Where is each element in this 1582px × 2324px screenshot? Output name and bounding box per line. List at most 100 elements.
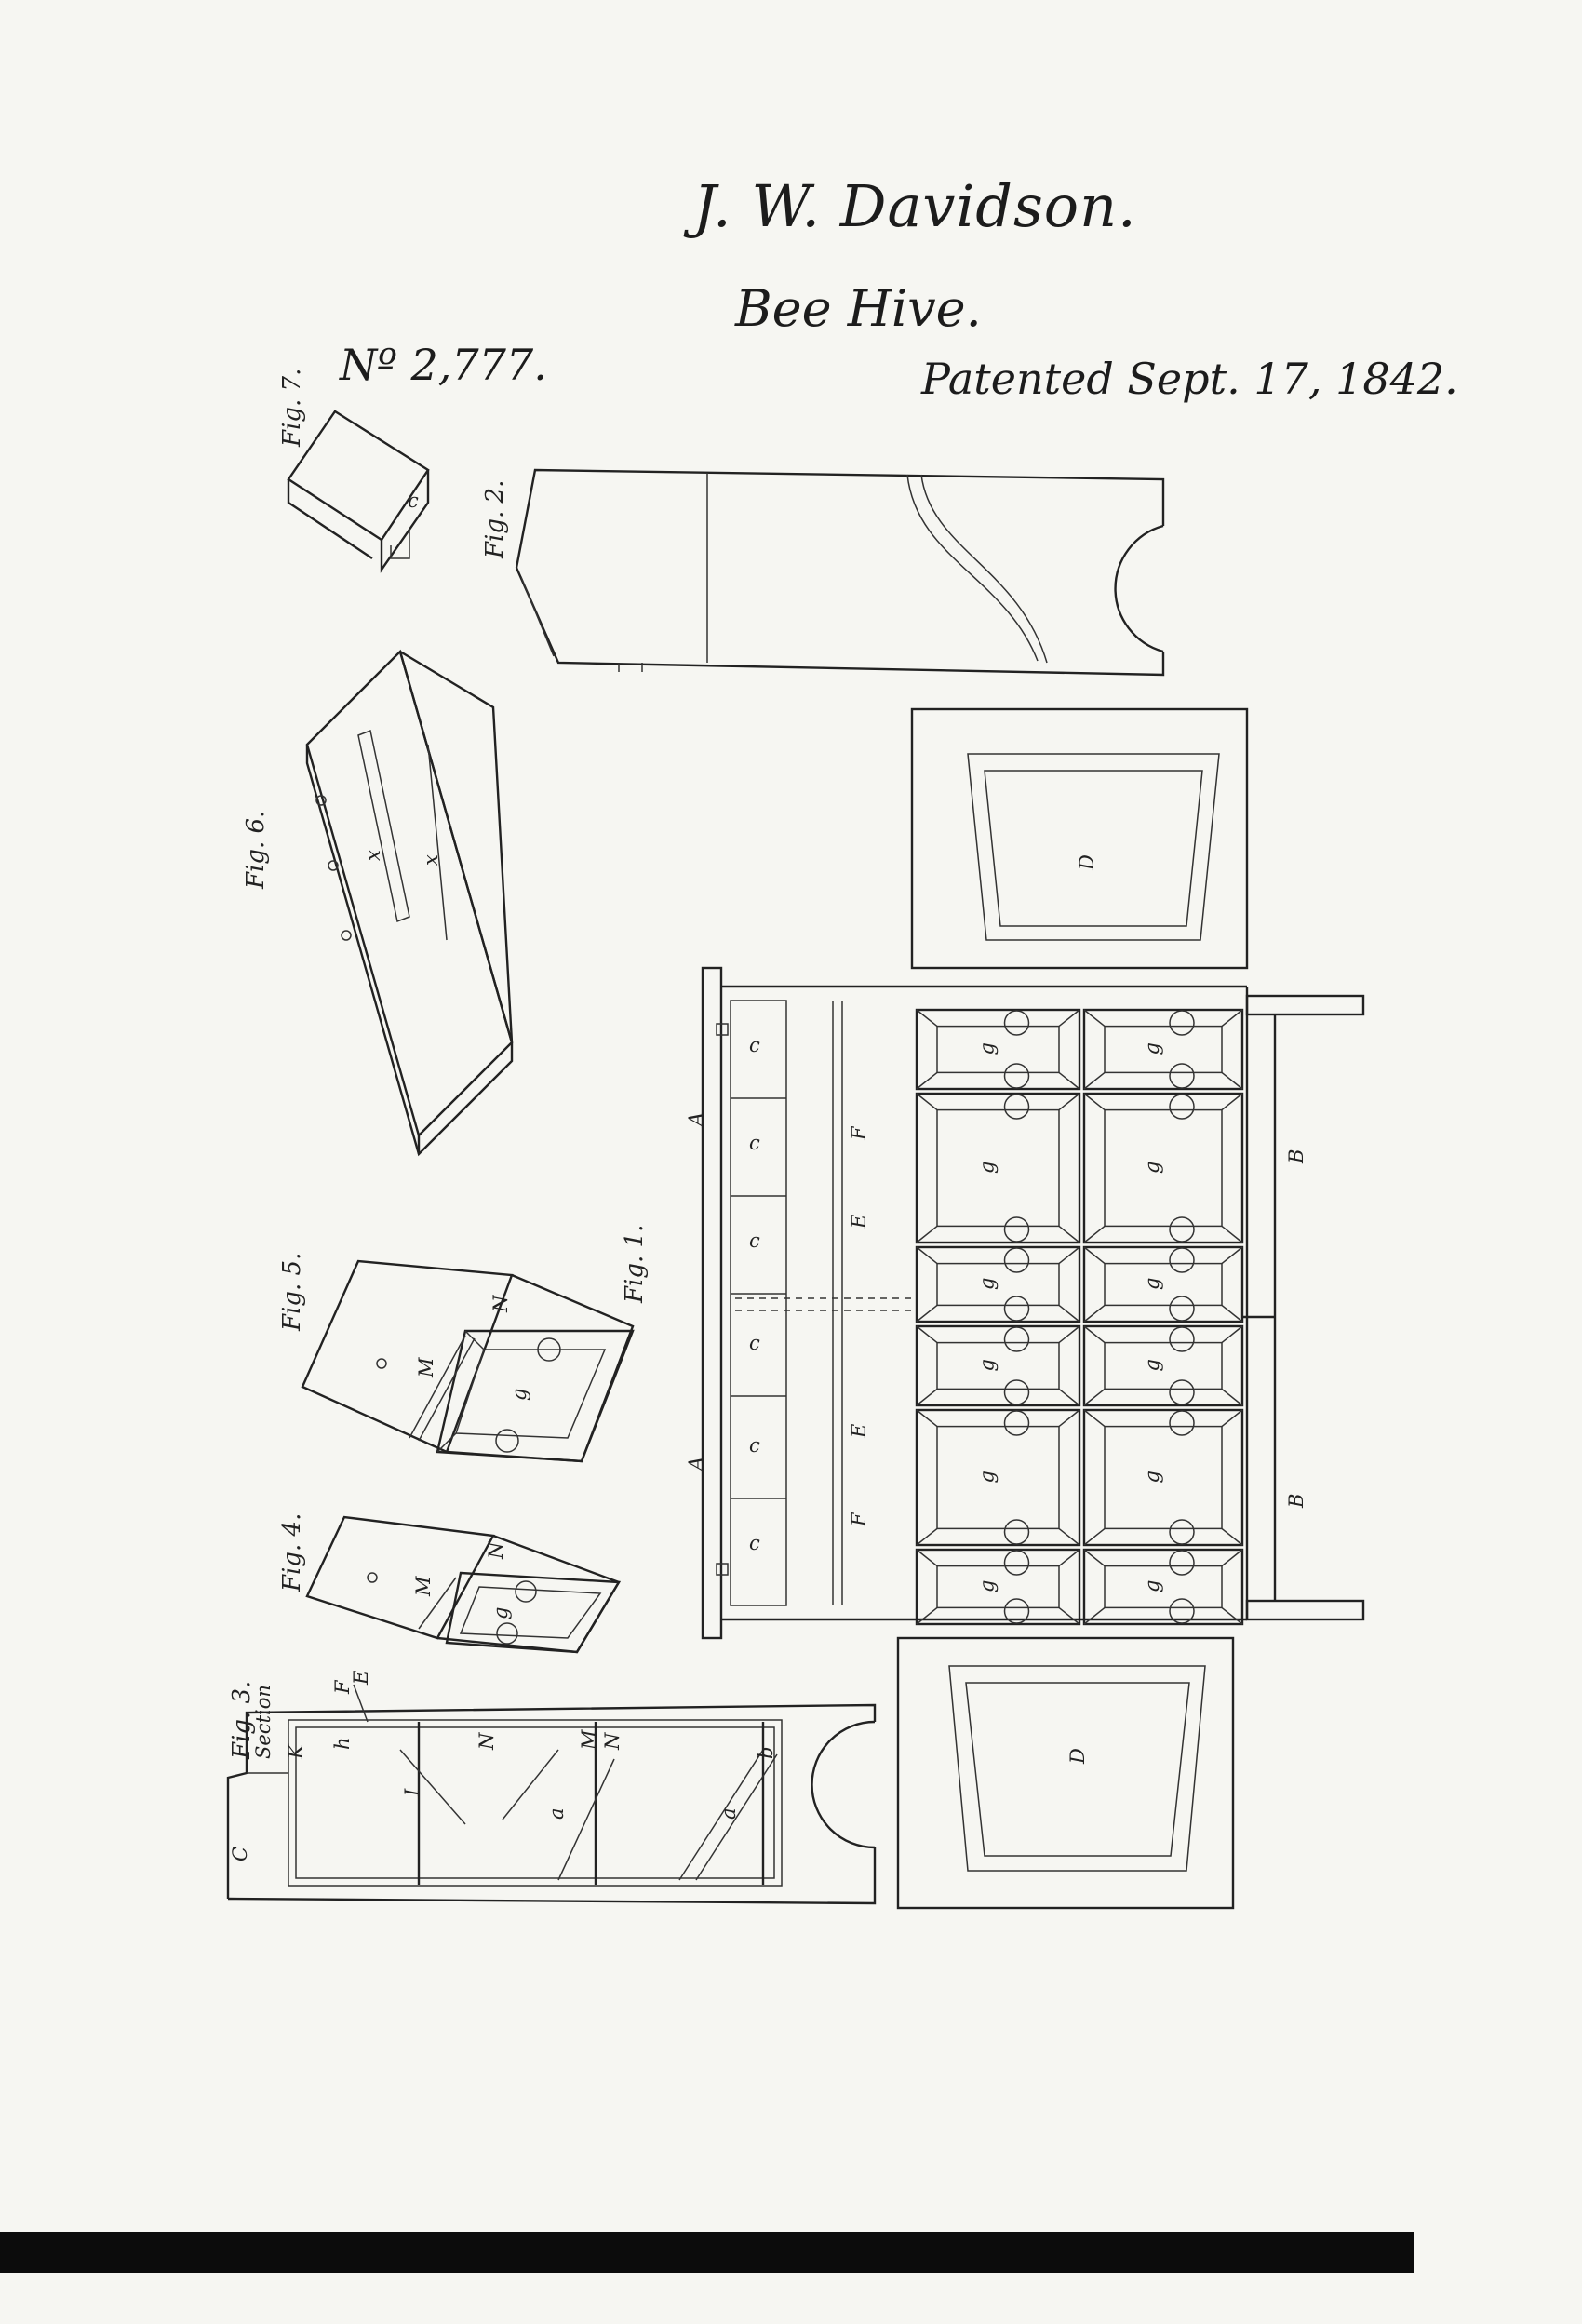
fig3-section: Fig. 3. Section C K F E h I N a M — [226, 1671, 877, 1905]
fig1-hive-box-hole — [1003, 1519, 1030, 1545]
fig1-hive-box-bevel — [916, 1527, 938, 1546]
fig1-hive-box-bevel — [1083, 1071, 1106, 1090]
fig1-hive-box-bevel — [1083, 1225, 1106, 1243]
patent-number: Nº 2,777. — [340, 340, 547, 390]
fig1-hive-box-bevel — [1058, 1093, 1080, 1111]
fig1-hive-box-label: g — [1141, 1042, 1163, 1055]
fig3-label-i: I — [401, 1788, 423, 1797]
fig1-hive-box-inner — [936, 1341, 1060, 1390]
fig3-label-b: b — [755, 1747, 777, 1759]
fig1-hive-box-bevel — [1083, 1304, 1106, 1323]
fig1-hive-box-hole — [1003, 1410, 1030, 1436]
scan-edge-bar — [0, 2232, 1414, 2273]
fig1-label: Fig. 1. — [621, 1225, 649, 1304]
fig1-hive-box-bevel — [1083, 1246, 1106, 1265]
fig2-side-view: Fig. 2. — [481, 468, 1165, 677]
fig1-hive-box-inner — [1104, 1425, 1223, 1530]
fig1-hive-box-hole — [1169, 1247, 1195, 1273]
fig1-hive-box-hole — [1169, 1063, 1195, 1089]
fig1-hive-box-bevel — [1083, 1409, 1106, 1428]
fig3-label: Fig. 3. — [228, 1681, 256, 1760]
fig4-label-g: g — [489, 1607, 512, 1619]
fig1-hive-box-bevel — [916, 1009, 938, 1028]
fig1-hive-box-bevel — [1221, 1549, 1243, 1567]
fig1-hive-box-bevel — [1058, 1325, 1080, 1344]
fig3-label-n: N — [476, 1732, 498, 1751]
fig1-hive-box-hole — [1003, 1063, 1030, 1089]
fig1-hive-box-hole — [1169, 1296, 1195, 1322]
fig1-hive-box-hole — [1169, 1094, 1195, 1120]
fig1-hive-box-hole — [1169, 1010, 1195, 1036]
fig5-label-m: M — [415, 1357, 437, 1378]
fig1-hive-box-bevel — [1058, 1009, 1080, 1028]
fig1-hive-box-bevel — [916, 1325, 938, 1344]
fig1-hive-box-bevel — [1221, 1409, 1243, 1428]
fig3-sub-label: Section — [252, 1685, 275, 1759]
fig1-hive-box-bevel — [916, 1304, 938, 1323]
fig1-label-b2: B — [1285, 1494, 1307, 1509]
fig1-c1: c — [749, 1034, 760, 1056]
fig5-label: Fig. 5. — [278, 1253, 306, 1332]
fig4-label: Fig. 4. — [278, 1513, 306, 1592]
fig1-c3: c — [749, 1229, 760, 1252]
fig1-hive-box-bevel — [1221, 1009, 1243, 1028]
fig1-hive-box-hole — [1169, 1519, 1195, 1545]
fig7-label: Fig. 7. — [278, 369, 306, 448]
fig1-label-a2: A — [685, 1457, 707, 1472]
fig1-c2: c — [749, 1132, 760, 1154]
fig1-hive-box — [1082, 1092, 1244, 1244]
fig1-hive-box-bevel — [1058, 1409, 1080, 1428]
fig1-hive-box-bevel — [1058, 1246, 1080, 1265]
fig1-hive-box — [915, 1245, 1081, 1323]
fig1-hive-box-bevel — [916, 1409, 938, 1428]
fig3-label-e: E — [350, 1671, 372, 1686]
fig3-label-a1: a — [545, 1807, 568, 1820]
invention-title: Bee Hive. — [735, 279, 982, 338]
fig1-hive-box-bevel — [1058, 1388, 1080, 1406]
fig1-label-b1: B — [1285, 1149, 1307, 1164]
fig4-label-n: N — [485, 1541, 507, 1560]
fig1-hive-box-hole — [1169, 1550, 1195, 1576]
fig1-hive-box-bevel — [916, 1246, 938, 1265]
fig1-hive-box-label: g — [1141, 1471, 1163, 1483]
fig5-label-g: g — [508, 1389, 530, 1401]
fig1-hive-box-bevel — [1083, 1606, 1106, 1625]
fig3-label-c: C — [229, 1847, 251, 1861]
fig1-hive-box-bevel — [1058, 1549, 1080, 1567]
fig5-box: Fig. 5. N M g — [278, 1253, 635, 1463]
fig6-box: Fig. 6. x x — [242, 649, 514, 1157]
fig6-label-x1: x — [362, 850, 384, 861]
fig1-hive-box-inner — [936, 1108, 1060, 1228]
fig1-hive-box-hole — [1003, 1094, 1030, 1120]
fig1-hive-box-bevel — [1058, 1304, 1080, 1323]
fig1-hive-box-inner — [1104, 1262, 1223, 1307]
fig1-hive-box-label: g — [976, 1278, 999, 1290]
fig1-hive-box-bevel — [916, 1071, 938, 1090]
fig1-hive-box-bevel — [916, 1606, 938, 1625]
fig1-label-e1: E — [848, 1215, 870, 1229]
fig1-hive-box-inner — [1104, 1108, 1223, 1228]
fig3-label-m: M — [578, 1729, 600, 1751]
fig1-hive-box-hole — [1003, 1296, 1030, 1322]
fig1-hive-box — [915, 1408, 1081, 1547]
fig7-cap-piece: Fig. 7. c — [278, 369, 430, 573]
fig1-c6: c — [749, 1532, 760, 1554]
fig1-hive-box-label: g — [1141, 1359, 1163, 1371]
fig1-label-f2: F — [848, 1511, 870, 1527]
fig1-hive-box-hole — [1169, 1216, 1195, 1243]
fig1-hive-box-inner — [936, 1262, 1060, 1307]
fig4-box: Fig. 4. N M g — [278, 1513, 622, 1654]
fig1-c5: c — [749, 1434, 760, 1457]
fig5-label-n: N — [489, 1295, 512, 1313]
inventor-name: J. W. Davidson. — [693, 172, 1137, 240]
fig1-hive-box-label: g — [976, 1471, 999, 1483]
fig1-hive-box-bevel — [1058, 1527, 1080, 1546]
fig3-label-a2: a — [717, 1807, 740, 1820]
fig1-hive-box-hole — [1003, 1247, 1030, 1273]
fig1-hive-box-label: g — [976, 1359, 999, 1371]
fig6-label-x2: x — [420, 854, 442, 866]
fig1-label-d-bot: D — [1066, 1748, 1089, 1765]
fig1-hive-box-bevel — [916, 1093, 938, 1111]
fig1-hive-box-hole — [1003, 1550, 1030, 1576]
